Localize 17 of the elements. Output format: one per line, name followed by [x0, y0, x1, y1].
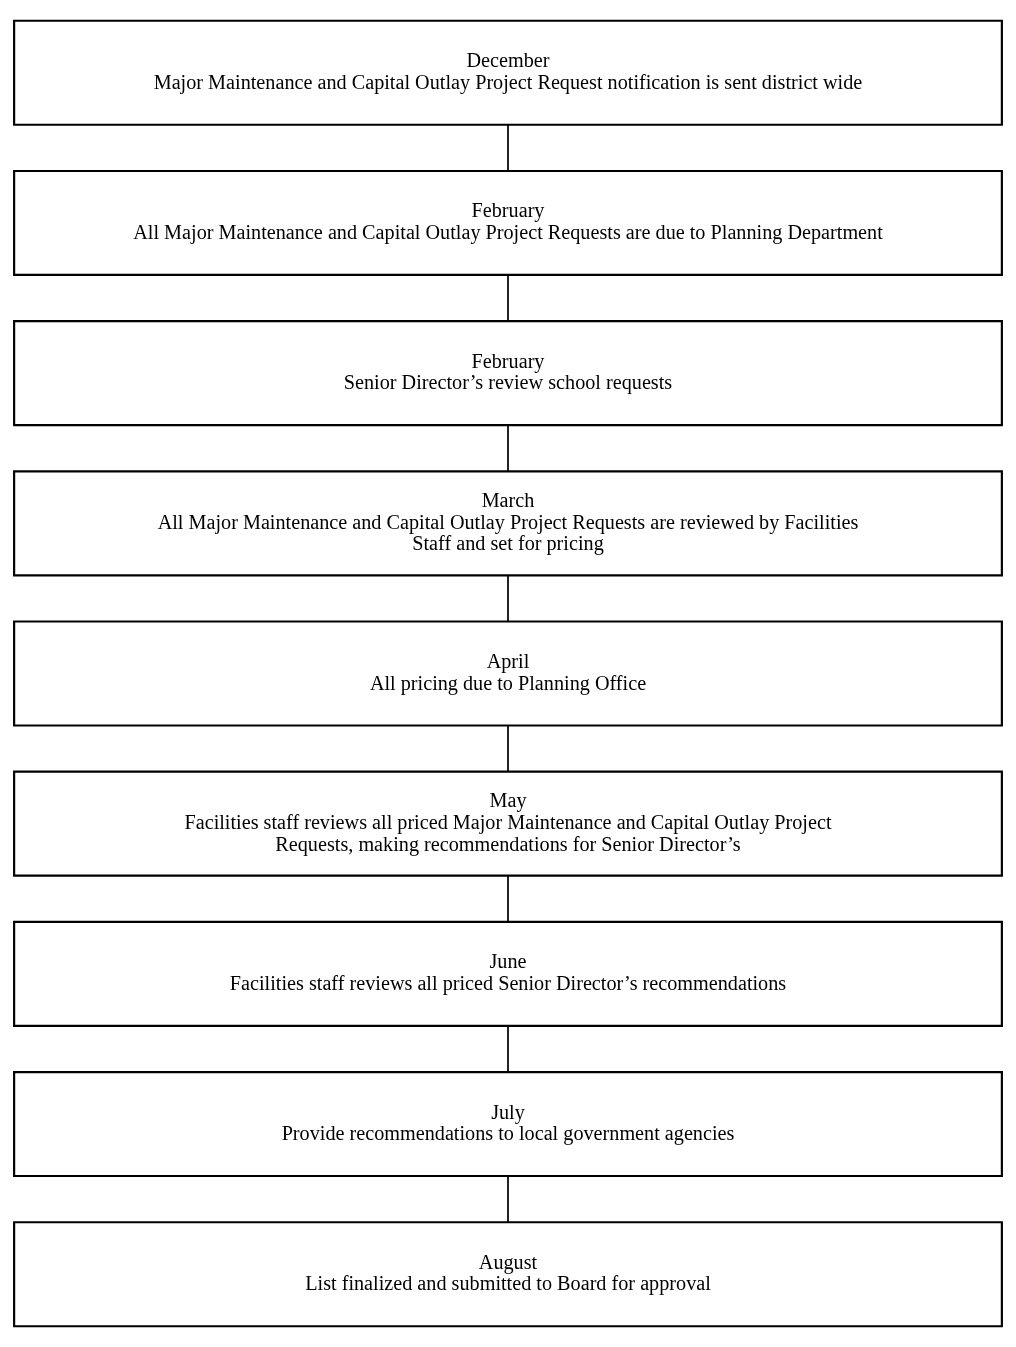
connector: [507, 574, 509, 623]
connector: [507, 724, 509, 773]
node-box: December Major Maintenance and Capital Outlay Project Request notification is sent district wide: [13, 19, 1003, 126]
node-box: March All Major Maintenance and Capital Outlay Project Requests are reviewed by Facilities Staff and set for pricing: [13, 470, 1003, 577]
node-box: May Facilities staff reviews all priced Major Maintenance and Capital Outlay Project Requests, making recommendations for Senior Director’s: [13, 770, 1003, 877]
connector: [507, 1175, 509, 1223]
node-box: August List finalized and submitted to Board for approval: [13, 1221, 1003, 1328]
node-box: July Provide recommendations to local government agencies: [13, 1071, 1003, 1178]
node-box: February Senior Director’s review school requests: [13, 320, 1003, 427]
connector: [507, 274, 509, 322]
connector: [507, 424, 509, 472]
connector: [507, 124, 509, 172]
connector: [507, 874, 509, 923]
node-box: June Facilities staff reviews all priced Senior Director’s recommendations: [13, 920, 1003, 1027]
node-box: April All pricing due to Planning Office: [13, 620, 1003, 727]
connector: [507, 1025, 509, 1073]
node-box: February All Major Maintenance and Capital Outlay Project Requests are due to Planning Department: [13, 169, 1003, 276]
